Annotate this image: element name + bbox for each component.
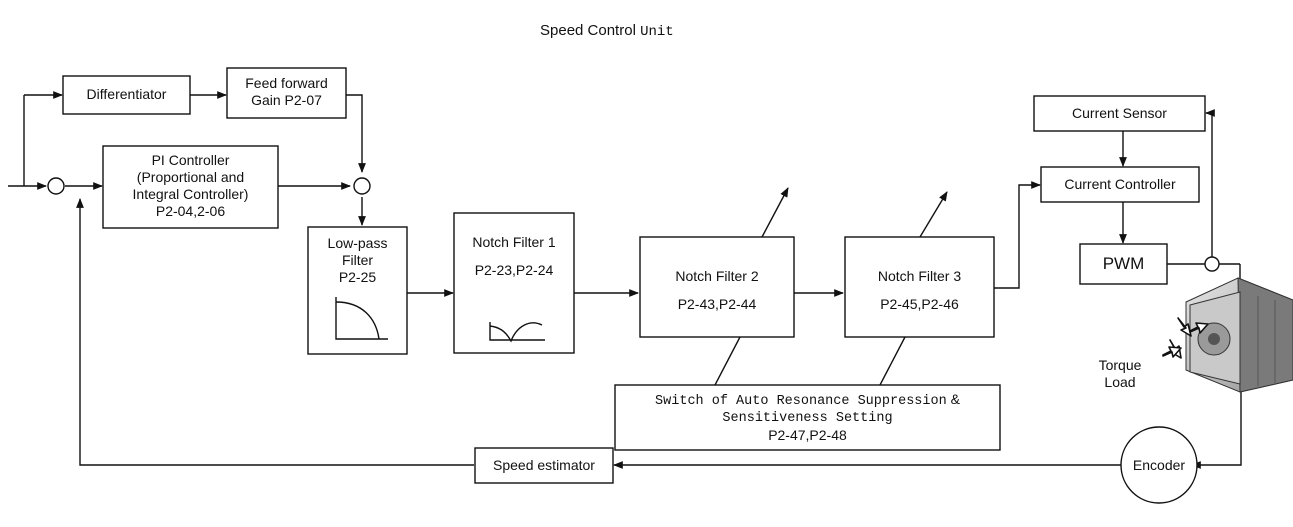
notch3-line1: Notch Filter 3 [877, 268, 962, 284]
current-controller-text: Current Controller [1064, 176, 1176, 192]
auto-resonance-line1-row: Switch of Auto Resonance Suppression & [615, 391, 1000, 410]
current-sensor-text: Current Sensor [1072, 105, 1167, 121]
notch2-title: Notch Filter 2 [640, 268, 794, 285]
low-pass-line2: Filter [341, 252, 374, 268]
title-main: Speed Control [540, 22, 636, 39]
differentiator-block [62, 75, 191, 115]
current-controller-block [1040, 166, 1200, 203]
current-controller-label: Current Controller [1041, 176, 1199, 193]
notch1-params: P2-23,P2-24 [454, 262, 574, 279]
pi-line4: P2-04,2-06 [155, 203, 226, 219]
encoder-label: Encoder [1121, 457, 1197, 474]
pi-controller-block [102, 145, 279, 229]
encoder-text: Encoder [1132, 457, 1186, 473]
notch-filter-3-block [844, 236, 995, 338]
speed-estimator-text: Speed estimator [493, 457, 595, 473]
feed-forward-line2: Gain P2-07 [251, 92, 322, 108]
servo-motor-icon [1185, 277, 1293, 393]
notch3-title: Notch Filter 3 [845, 268, 994, 285]
pi-line3: Integral Controller) [132, 186, 249, 202]
current-sensor-block [1033, 95, 1206, 132]
pwm-label: PWM [1080, 254, 1167, 274]
summing-junction-1 [47, 177, 65, 195]
low-pass-filter-block [307, 226, 408, 355]
auto-resonance-line3: P2-47,P2-48 [768, 427, 847, 443]
notch-filter-1-block [453, 212, 575, 354]
low-pass-line1: Low-pass [327, 235, 388, 251]
low-pass-line3: P2-25 [338, 269, 377, 285]
pi-controller-label: PI Controller (Proportional and Integral… [103, 152, 278, 220]
auto-resonance-label: Switch of Auto Resonance Suppression & S… [615, 391, 1000, 444]
notch2-params: P2-43,P2-44 [640, 296, 794, 313]
diagram-title: Speed Control Unit [540, 22, 674, 41]
notch2-line1: Notch Filter 2 [675, 268, 759, 284]
differentiator-label: Differentiator [63, 86, 190, 103]
current-sensor-label: Current Sensor [1034, 105, 1205, 122]
summing-junction-2 [353, 177, 371, 195]
pi-line1: PI Controller [151, 152, 230, 168]
torque-load-line2: Load [1104, 374, 1136, 390]
auto-resonance-block [614, 384, 1001, 451]
auto-resonance-line2: Sensitiveness Setting [722, 411, 893, 426]
torque-load-label: Torque Load [1090, 357, 1150, 391]
auto-resonance-amp: & [950, 391, 960, 407]
notch3-line2: P2-45,P2-46 [880, 296, 959, 312]
notch1-line2: P2-23,P2-24 [474, 262, 554, 278]
low-pass-label: Low-pass Filter P2-25 [308, 235, 407, 286]
notch3-params: P2-45,P2-46 [845, 296, 994, 313]
torque-load-line1: Torque [1098, 357, 1142, 373]
notch-filter-2-block [639, 236, 795, 338]
notch1-line1: Notch Filter 1 [472, 234, 556, 250]
feed-forward-label: Feed forward Gain P2-07 [227, 75, 346, 109]
notch2-line2: P2-43,P2-44 [677, 296, 757, 312]
auto-resonance-line1: Switch of Auto Resonance Suppression [655, 394, 947, 409]
feed-forward-line1: Feed forward [245, 75, 328, 91]
title-suffix: Unit [640, 24, 674, 40]
rotation-arrows-icon [1162, 317, 1209, 359]
pwm-text: PWM [1102, 254, 1145, 273]
encoder-circle [1120, 426, 1198, 504]
speed-estimator-block [474, 447, 614, 484]
feedback-node [1204, 256, 1220, 272]
speed-estimator-label: Speed estimator [475, 457, 613, 474]
differentiator-text: Differentiator [86, 86, 167, 102]
feed-forward-block [226, 67, 347, 119]
pi-line2: (Proportional and [136, 169, 245, 185]
pwm-block [1079, 243, 1168, 285]
notch1-title: Notch Filter 1 [454, 234, 574, 251]
